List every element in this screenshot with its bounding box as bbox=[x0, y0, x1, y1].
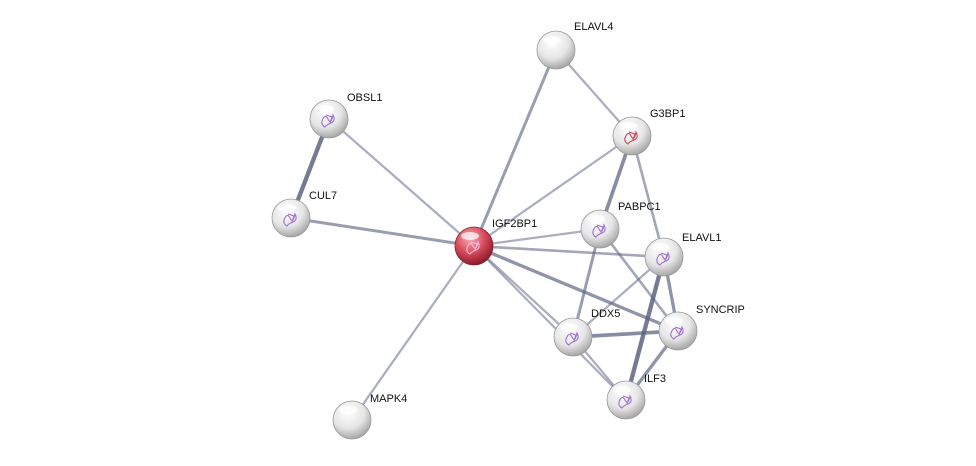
node-obsl1[interactable]: OBSL1 bbox=[309, 92, 382, 139]
node-mapk4[interactable]: MAPK4 bbox=[332, 393, 407, 440]
node-label: ELAVL4 bbox=[574, 21, 614, 33]
edge-igf2bp1-syncrip[interactable] bbox=[473, 244, 679, 333]
node-elavl1[interactable]: ELAVL1 bbox=[644, 232, 722, 277]
node-cul7[interactable]: CUL7 bbox=[271, 190, 337, 238]
node-highlight bbox=[613, 386, 631, 394]
edge-igf2bp1-elavl4[interactable] bbox=[472, 49, 558, 247]
node-elavl4[interactable]: ELAVL4 bbox=[536, 21, 614, 70]
edge-elavl1-ddx5[interactable] bbox=[572, 256, 665, 338]
node-label: MAPK4 bbox=[370, 393, 407, 405]
node-highlight bbox=[619, 122, 637, 130]
protein-structure-icon bbox=[624, 130, 638, 145]
protein-structure-icon bbox=[321, 113, 335, 128]
protein-structure-icon bbox=[466, 240, 480, 255]
edge-elavl1-ilf3[interactable] bbox=[623, 256, 667, 401]
node-label: PABPC1 bbox=[618, 201, 661, 213]
protein-structure-icon bbox=[670, 325, 684, 340]
protein-structure-icon bbox=[283, 212, 297, 227]
node-syncrip[interactable]: SYNCRIP bbox=[658, 304, 745, 351]
edge-igf2bp1-g3bp1[interactable] bbox=[473, 135, 633, 247]
node-label: ILF3 bbox=[644, 373, 666, 385]
node-label: CUL7 bbox=[309, 190, 337, 202]
protein-structure-icon bbox=[565, 331, 579, 346]
node-highlight bbox=[461, 232, 479, 240]
edge-igf2bp1-mapk4[interactable] bbox=[351, 245, 475, 421]
edge-obsl1-igf2bp1[interactable] bbox=[328, 118, 475, 247]
node-pabpc1[interactable]: PABPC1 bbox=[580, 201, 661, 249]
node-highlight bbox=[339, 406, 357, 414]
node-igf2bp1[interactable]: IGF2BP1 bbox=[454, 218, 537, 266]
node-highlight bbox=[665, 317, 683, 325]
edge-igf2bp1-ilf3[interactable] bbox=[473, 245, 627, 401]
node-ddx5[interactable]: DDX5 bbox=[553, 308, 620, 357]
node-label: OBSL1 bbox=[347, 92, 382, 104]
protein-structure-icon bbox=[592, 223, 606, 238]
edge-cul7-igf2bp1[interactable] bbox=[290, 216, 475, 248]
edge-igf2bp1-elavl1[interactable] bbox=[473, 244, 665, 259]
node-label: ELAVL1 bbox=[682, 232, 722, 244]
node-label: G3BP1 bbox=[650, 108, 685, 120]
node-highlight bbox=[587, 215, 605, 223]
node-highlight bbox=[316, 105, 334, 113]
node-label: IGF2BP1 bbox=[492, 218, 537, 230]
edge-igf2bp1-pabpc1[interactable] bbox=[473, 227, 601, 248]
protein-structure-icon bbox=[656, 251, 670, 266]
node-label: DDX5 bbox=[591, 308, 620, 320]
node-ilf3[interactable]: ILF3 bbox=[606, 373, 666, 420]
node-highlight bbox=[543, 36, 561, 44]
node-highlight bbox=[560, 323, 578, 331]
node-highlight bbox=[651, 243, 669, 251]
protein-structure-icon bbox=[618, 394, 632, 409]
node-highlight bbox=[278, 204, 296, 212]
node-g3bp1[interactable]: G3BP1 bbox=[612, 108, 685, 156]
node-label: SYNCRIP bbox=[696, 304, 745, 316]
edge-g3bp1-elavl1[interactable] bbox=[630, 135, 666, 258]
